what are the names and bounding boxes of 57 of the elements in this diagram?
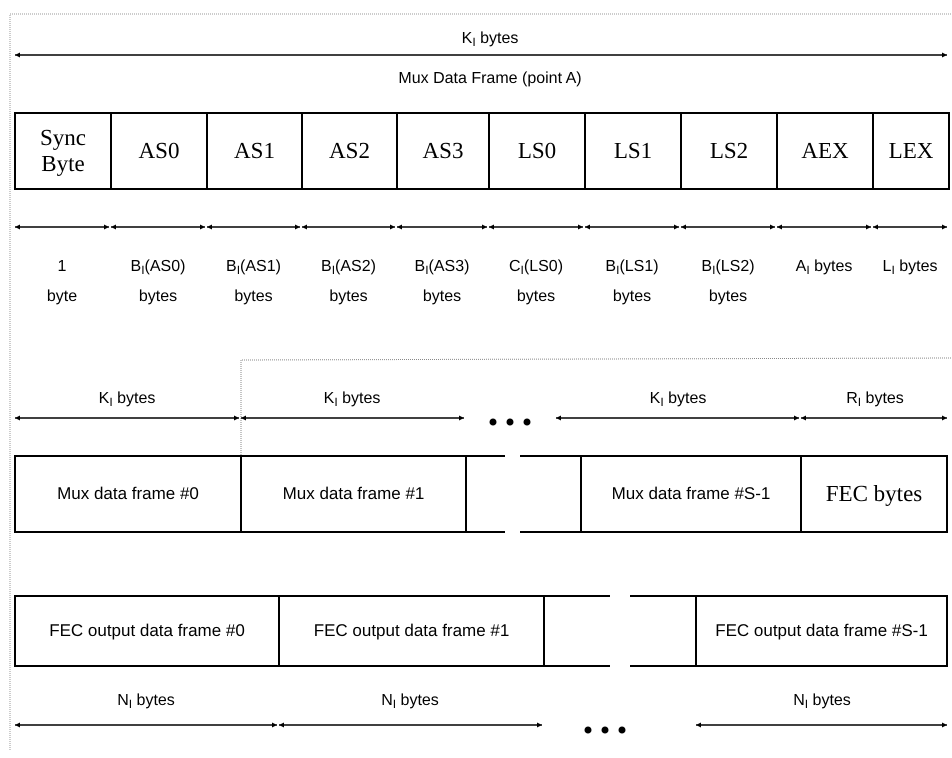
frame-field	[800, 455, 948, 533]
frame-field	[580, 455, 802, 533]
frame-field	[695, 595, 948, 667]
field-label: Mux data frame #S-1	[610, 483, 772, 506]
field-label: AEX	[800, 138, 850, 164]
dimension-label: B$_{I}$(AS0) bytes	[130, 257, 186, 308]
frame-field	[240, 455, 467, 533]
partial-frame	[520, 455, 582, 533]
frame-field	[301, 112, 398, 190]
field-label: LEX	[888, 138, 934, 164]
partial-frame	[543, 595, 610, 667]
partial-frame	[465, 455, 505, 533]
dimension-label: B$_{I}$(AS3) bytes	[414, 257, 470, 308]
field-label: AS2	[328, 138, 371, 164]
dimension-label: 1 byte	[46, 257, 78, 308]
frame-field	[110, 112, 208, 190]
frame-field	[488, 112, 586, 190]
field-label: LS1	[612, 138, 654, 164]
field-label: Mux data frame #1	[282, 483, 426, 506]
dimension-label: C$_{I}$(LS0) bytes	[508, 257, 564, 308]
field-label: Mux data frame #0	[56, 483, 200, 506]
dimension-label: A$_{I}$ bytes	[794, 257, 854, 279]
frame-field	[14, 455, 242, 533]
frame-field	[776, 112, 874, 190]
field-label: AS3	[422, 138, 464, 164]
dimension-label: K$_{I}$ bytes	[322, 389, 382, 411]
dimension-label: B$_{I}$(AS1) bytes	[225, 257, 282, 308]
dimension-label: Mux Data Frame (point A)	[397, 69, 583, 89]
field-label: FEC output data frame #0	[48, 620, 246, 642]
dimension-label: K$_{I}$ bytes	[648, 389, 708, 411]
field-label: AS0	[138, 138, 180, 164]
frame-field	[14, 595, 280, 667]
field-label: LS0	[516, 138, 558, 164]
dimension-label: K$_{I}$ bytes	[460, 29, 520, 51]
field-label: FEC bytes	[824, 480, 924, 508]
partial-frame	[630, 595, 697, 667]
dimension-label: N$_{I}$ bytes	[792, 691, 852, 713]
field-label: FEC output data frame #S-1	[714, 620, 929, 642]
frame-field	[872, 112, 950, 190]
dimension-label: B$_{I}$(AS2) bytes	[320, 257, 377, 308]
frame-field	[278, 595, 545, 667]
frame-field	[14, 112, 112, 190]
dimension-label: N$_{I}$ bytes	[380, 691, 440, 713]
field-label: Sync Byte	[39, 124, 87, 178]
dimension-label: N$_{I}$ bytes	[116, 691, 176, 713]
frame-field	[680, 112, 778, 190]
frame-field	[206, 112, 303, 190]
frame-field	[584, 112, 682, 190]
dimension-label: B$_{I}$(LS1) bytes	[604, 257, 660, 308]
field-label: AS1	[233, 138, 276, 164]
dimension-label: R$_{I}$ bytes	[845, 389, 905, 411]
frame-field	[396, 112, 490, 190]
dimension-label: B$_{I}$(LS2) bytes	[700, 257, 756, 308]
dimension-label: K$_{I}$ bytes	[98, 389, 156, 411]
field-label: LS2	[708, 138, 750, 164]
field-label: FEC output data frame #1	[312, 620, 510, 642]
dimension-label: L$_{I}$ bytes	[882, 257, 938, 279]
